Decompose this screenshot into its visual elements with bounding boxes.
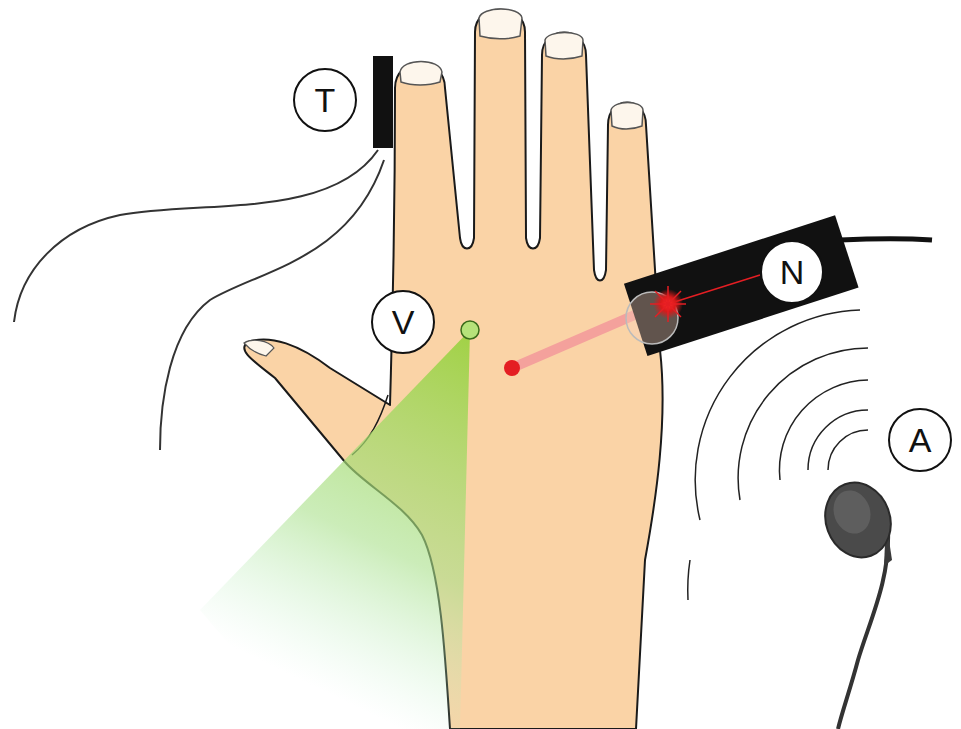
callout-circle: V [371, 290, 435, 354]
green-light-spot [461, 321, 479, 339]
earphone-highlight [828, 485, 877, 539]
fingernail [244, 340, 274, 356]
callout-letter: N [780, 255, 805, 289]
sensor-wire [14, 150, 378, 322]
green-light-beam [200, 330, 470, 729]
fingernail [545, 33, 583, 60]
callout-letter: T [315, 83, 336, 117]
earphone [815, 473, 901, 566]
earphone-cable [838, 530, 888, 729]
callout-circle: N [760, 240, 824, 304]
callout-letter: A [909, 423, 932, 457]
callout-circle: A [888, 408, 952, 472]
laser-device-body [624, 215, 859, 356]
device-cable [840, 239, 932, 241]
temperature-sensor [373, 56, 393, 148]
fingernail [611, 103, 643, 130]
fingernail [400, 62, 442, 86]
laser-spot [504, 360, 520, 376]
callout-letter: V [392, 305, 415, 339]
sound-waves [688, 310, 868, 600]
laser-device [624, 215, 859, 356]
laser-rays [650, 286, 686, 322]
fingernail [479, 9, 522, 39]
callout-circle: T [293, 68, 357, 132]
